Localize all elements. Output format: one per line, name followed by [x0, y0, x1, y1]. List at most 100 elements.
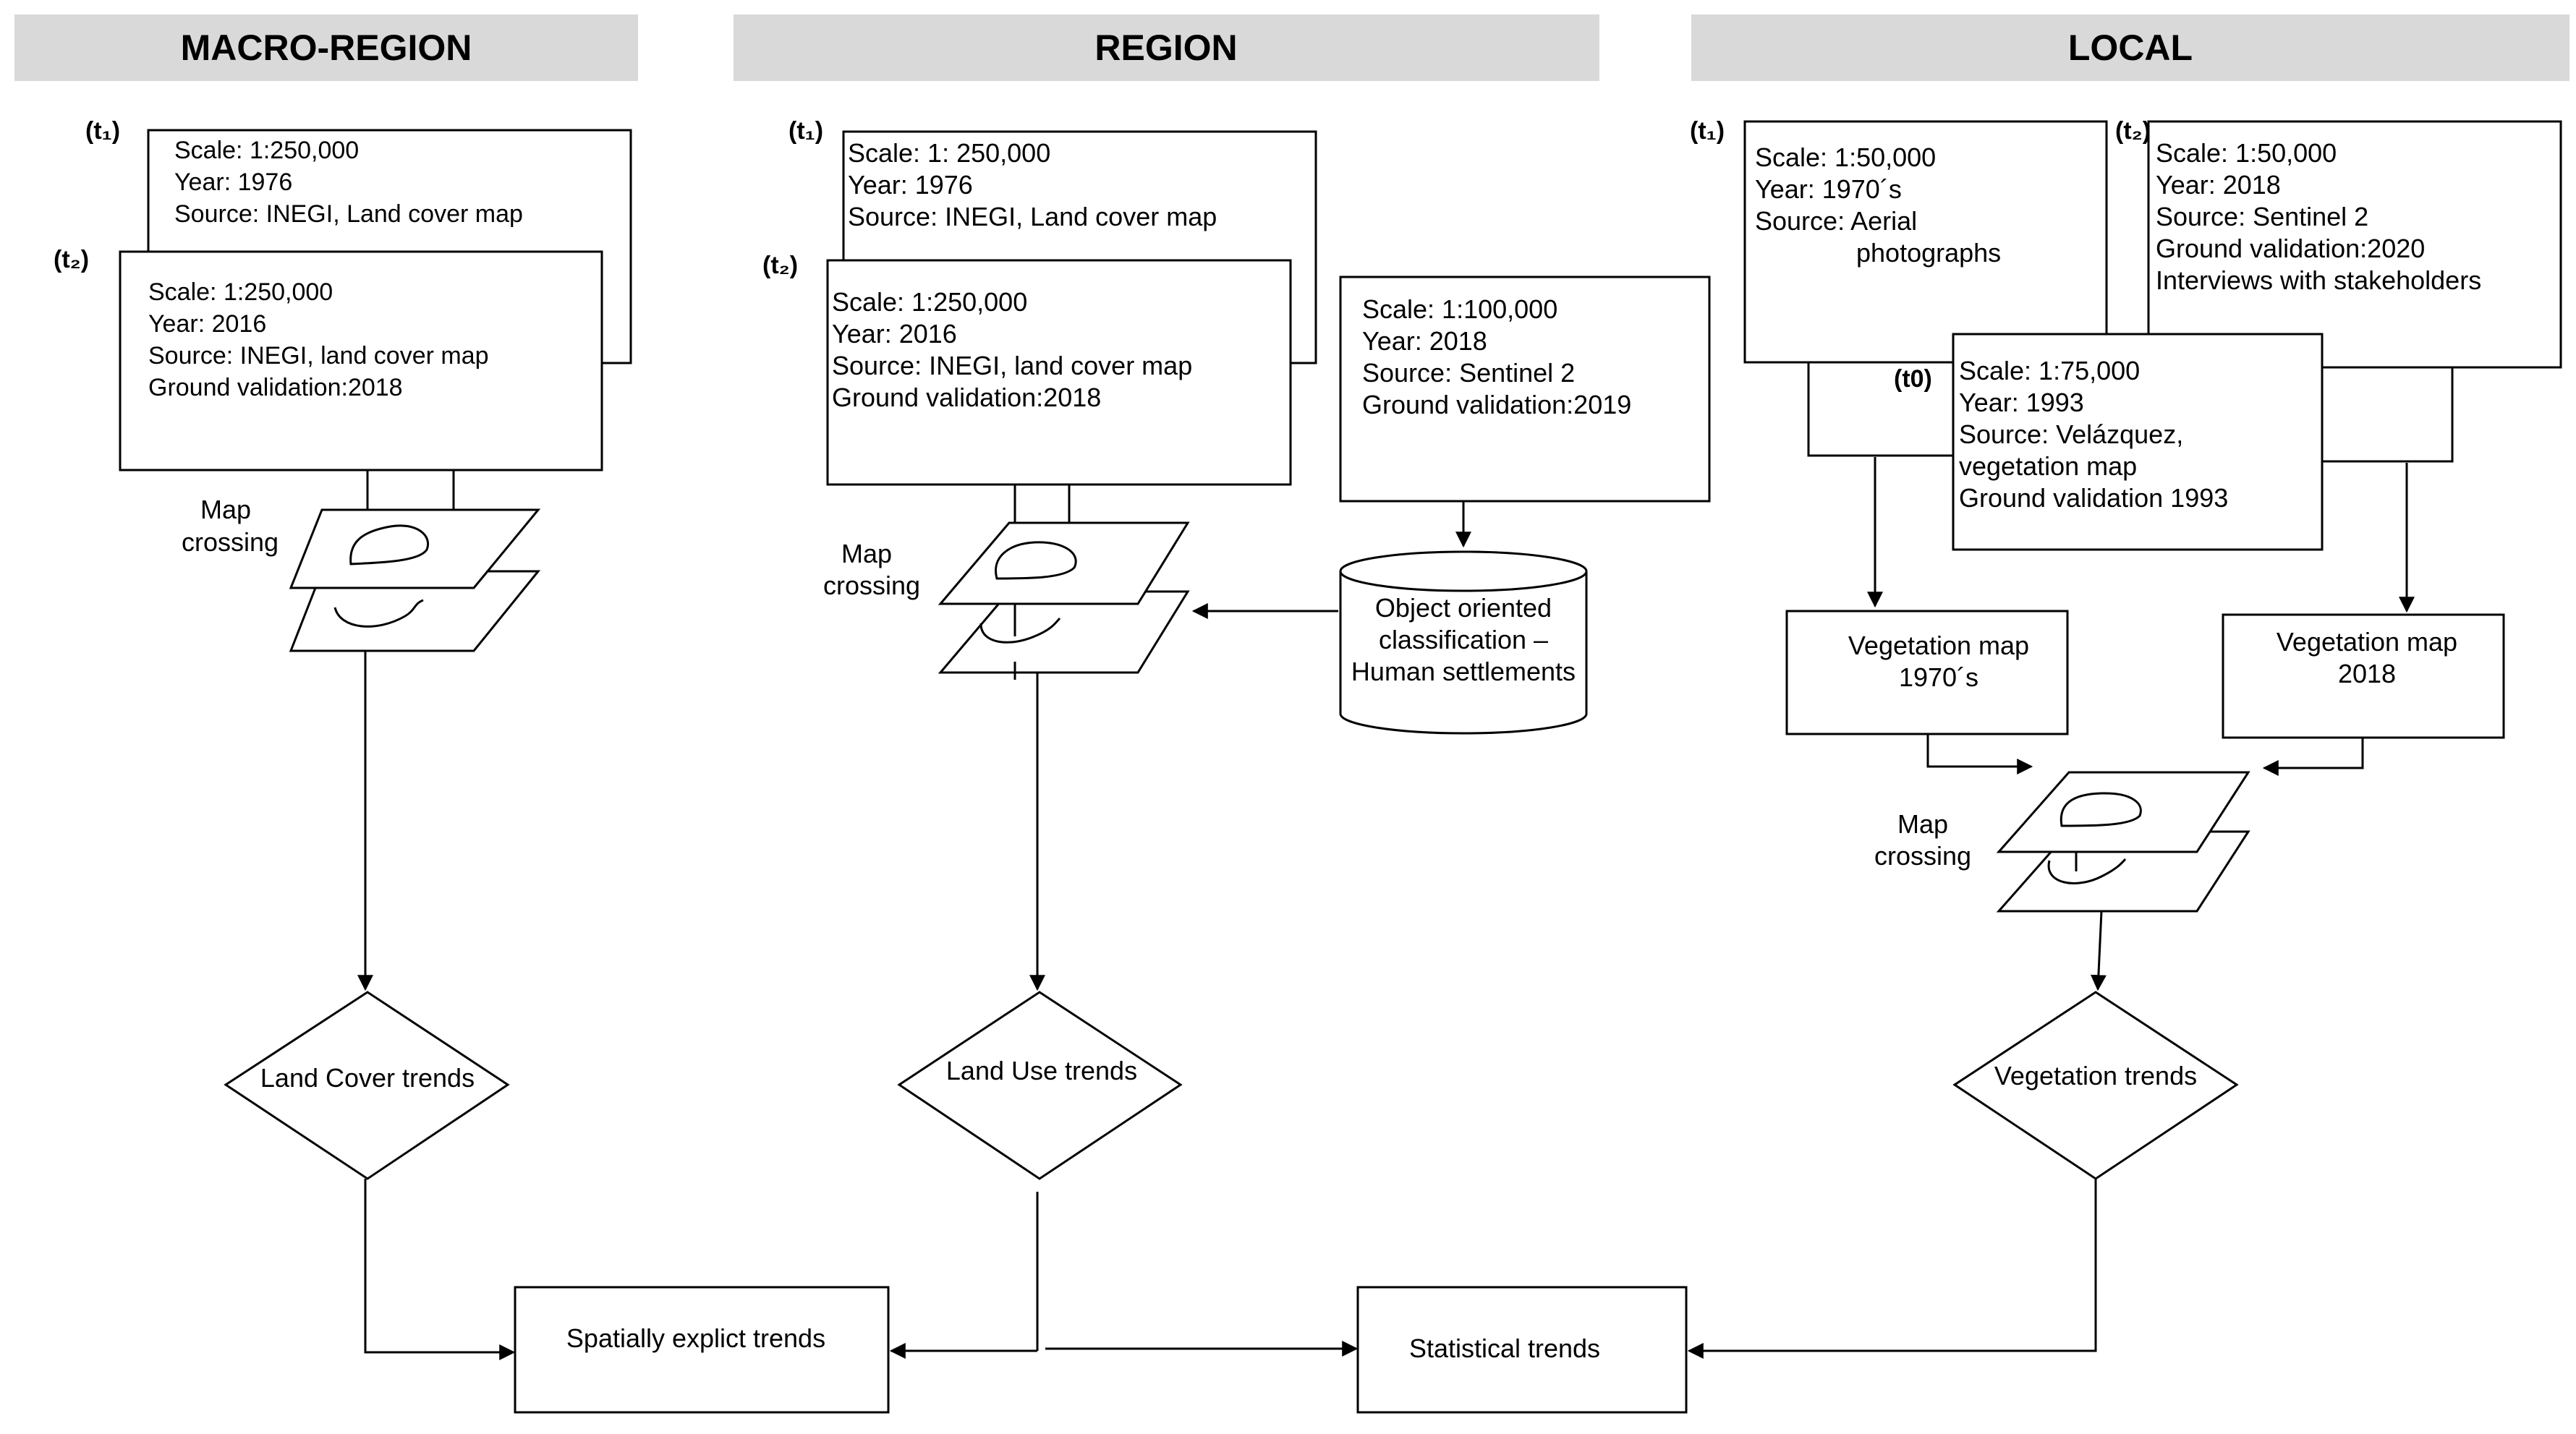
- region-t1-text: Scale: 1: 250,000 Year: 1976 Source: INE…: [848, 138, 1217, 231]
- region-t2-box: [826, 259, 1292, 486]
- land-use-trends-diamond: [897, 991, 1183, 1180]
- local-t0-line: Source: Velázquez,: [1959, 419, 2183, 449]
- local-t1-line: Year: 1970´s: [1755, 174, 1902, 204]
- local-t2-line: Year: 2018: [2156, 170, 2281, 200]
- classification-line: Object oriented: [1375, 593, 1552, 623]
- macro-t2-tag: (t₂): [54, 246, 89, 273]
- local-map-shape: [2047, 858, 2127, 884]
- region-t1-line: Source: INEGI, Land cover map: [848, 202, 1217, 231]
- local-t1-line: Scale: 1:50,000: [1755, 142, 1936, 172]
- veg-2018-arrow-to-crossing: [2262, 738, 2364, 776]
- macro-t2-line: Scale: 1:250,000: [148, 278, 333, 306]
- macro-arrow-to-spatial: [364, 1179, 516, 1360]
- local-map-shape: [2059, 792, 2142, 827]
- statistical-trends-label: Statistical trends: [1409, 1333, 1600, 1363]
- local-t0-tag: (t0): [1894, 365, 1932, 393]
- local-t0-text: Scale: 1:75,000 Year: 1993 Source: Veláz…: [1959, 356, 2228, 513]
- classification-cylinder: [1339, 550, 1588, 735]
- cylinder-top: [1339, 550, 1588, 592]
- macro-t1-tag: (t₁): [85, 117, 120, 145]
- header-local: LOCAL: [1691, 14, 2569, 81]
- cylinder-body: [1339, 571, 1588, 735]
- region-t1-tag: (t₁): [788, 117, 823, 145]
- macro-t1-line: Source: INEGI, Land cover map: [174, 200, 523, 228]
- land-cover-trends-label: Land Cover trends: [260, 1063, 475, 1093]
- local-arrow-to-statistical: [1687, 1179, 2097, 1359]
- macro-map-layer-top: [289, 508, 541, 589]
- region-crossing-label: Map: [841, 539, 892, 568]
- sentinel-2018-box: [1339, 276, 1711, 503]
- region-map-shape: [995, 541, 1077, 580]
- sentinel-line: Year: 2018: [1362, 326, 1487, 356]
- spatially-explicit-trends-label: Spatially explict trends: [566, 1323, 825, 1353]
- header-local-label: LOCAL: [2068, 27, 2193, 68]
- classification-line: Human settlements: [1351, 657, 1576, 686]
- region-t1-line: Scale: 1: 250,000: [848, 138, 1050, 168]
- local-t2-line: Interviews with stakeholders: [2156, 265, 2481, 295]
- land-cover-trends-diamond: [224, 991, 510, 1180]
- local-crossing-label: crossing: [1874, 841, 1971, 871]
- macro-map-layers: [289, 508, 541, 652]
- region-t1-line: Year: 1976: [848, 170, 973, 200]
- local-t2-line: Source: Sentinel 2: [2156, 202, 2368, 231]
- region-t2-line: Ground validation:2018: [832, 383, 1101, 412]
- local-t0-line: Ground validation 1993: [1959, 483, 2228, 513]
- macro-t2-text: Scale: 1:250,000 Year: 2016 Source: INEG…: [148, 278, 489, 401]
- local-t0-line: Scale: 1:75,000: [1959, 356, 2140, 385]
- region-map-layers: [938, 521, 1190, 680]
- macro-crossing-label: crossing: [182, 527, 279, 557]
- local-t1-box: [1743, 120, 2108, 364]
- local-t0-line: Year: 1993: [1959, 388, 2084, 417]
- local-t2-box: [2147, 120, 2562, 369]
- local-t0-box: [1952, 333, 2324, 551]
- vegetation-trends-label: Vegetation trends: [1994, 1061, 2197, 1091]
- macro-t2-line: Source: INEGI, land cover map: [148, 342, 489, 370]
- sentinel-2018-text: Scale: 1:100,000 Year: 2018 Source: Sent…: [1362, 294, 1631, 419]
- macro-map-shape: [333, 599, 424, 628]
- local-t2-tag: (t₂): [2115, 117, 2151, 145]
- vegetation-map-2018-line: 2018: [2338, 659, 2396, 688]
- local-t1-line: photographs: [1856, 238, 2001, 268]
- macro-t1-line: Year: 1976: [174, 168, 292, 196]
- local-t1-tag: (t₁): [1690, 117, 1725, 145]
- region-t2-line: Year: 2016: [832, 319, 957, 349]
- local-t1-connector: [1807, 362, 1953, 457]
- local-t2-text: Scale: 1:50,000 Year: 2018 Source: Senti…: [2156, 138, 2481, 295]
- sentinel-line: Scale: 1:100,000: [1362, 294, 1557, 324]
- local-t2-line: Scale: 1:50,000: [2156, 138, 2337, 168]
- veg-1970-arrow-to-crossing: [1926, 734, 2033, 774]
- region-t2-line: Source: INEGI, land cover map: [832, 351, 1192, 380]
- region-map-layer-top: [938, 521, 1190, 605]
- local-crossing-label: Map: [1897, 809, 1948, 839]
- vegetation-map-2018-line: Vegetation map: [2277, 627, 2457, 657]
- local-arrow-to-trend: [2090, 910, 2107, 991]
- region-map-shape: [979, 617, 1061, 644]
- statistical-trends-box: [1356, 1286, 1688, 1414]
- header-region: REGION: [734, 14, 1599, 81]
- local-t1-line: Source: Aerial: [1755, 206, 1917, 236]
- local-map-layers: [1996, 771, 2250, 913]
- sentinel-line: Source: Sentinel 2: [1362, 358, 1575, 388]
- local-t0-line: vegetation map: [1959, 451, 2137, 481]
- macro-crossing-label: Map: [200, 495, 251, 524]
- local-t2-connector: [2318, 367, 2454, 463]
- region-t2-tag: (t₂): [762, 252, 798, 279]
- macro-t1-line: Scale: 1:250,000: [174, 137, 359, 164]
- vegetation-map-1970-line: Vegetation map: [1848, 631, 2029, 660]
- region-t2-line: Scale: 1:250,000: [832, 287, 1027, 317]
- macro-map-shape: [349, 524, 429, 566]
- local-map-layer-top: [1996, 771, 2250, 853]
- macro-t2-line: Ground validation:2018: [148, 374, 403, 401]
- spatially-explicit-trends-box: [514, 1286, 890, 1414]
- vegetation-map-1970-line: 1970´s: [1899, 662, 1978, 692]
- classification-line: classification –: [1379, 625, 1548, 654]
- region-crossing-label: crossing: [823, 571, 920, 600]
- macro-t1-text: Scale: 1:250,000 Year: 1976 Source: INEG…: [174, 137, 523, 228]
- header-macro-region-label: MACRO-REGION: [181, 27, 472, 68]
- land-use-trends-label: Land Use trends: [946, 1056, 1137, 1085]
- local-t1-text: Scale: 1:50,000 Year: 1970´s Source: Aer…: [1755, 142, 2001, 268]
- sentinel-line: Ground validation:2019: [1362, 390, 1631, 419]
- header-region-label: REGION: [1094, 27, 1237, 68]
